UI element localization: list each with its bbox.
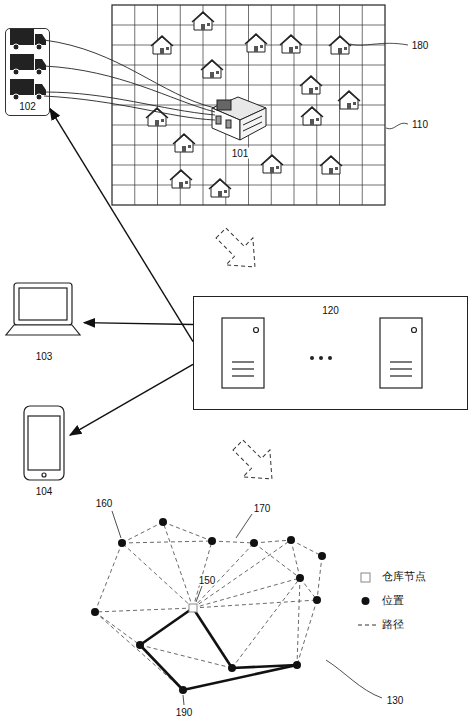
callout-number: 104	[36, 486, 53, 497]
data-arrow	[50, 109, 193, 342]
houses	[146, 12, 360, 197]
callout-number: 101	[231, 148, 250, 159]
laptop-icon	[6, 283, 80, 335]
legend-text: 路径	[382, 618, 404, 631]
phone-icon	[24, 406, 64, 480]
callout-number: 180	[411, 40, 430, 51]
warehouse-icon	[212, 97, 266, 140]
callout-number: 120	[322, 305, 339, 316]
callout-number: 150	[198, 575, 217, 586]
callout-number: 103	[36, 351, 53, 362]
callout-number: 160	[95, 498, 114, 509]
callout-number: 110	[411, 119, 429, 130]
truck-group-box: 102	[5, 28, 50, 116]
callout-number: 102	[19, 101, 36, 112]
data-arrow	[70, 364, 193, 435]
callout-number: 130	[386, 695, 405, 706]
truck-icons	[10, 29, 46, 100]
legend-text: 仓库节点	[382, 570, 426, 583]
phone-terminal: 104	[18, 402, 70, 498]
route-graph	[91, 518, 326, 694]
legend-samples	[358, 573, 376, 625]
callout-number: 190	[175, 707, 194, 718]
callout-number: 170	[253, 503, 272, 514]
ellipsis-dots	[310, 356, 332, 360]
truck-links	[44, 40, 215, 120]
server-cluster-box: 120	[193, 296, 468, 410]
flow-arrow	[208, 220, 269, 281]
server-icon	[222, 318, 422, 388]
flow-arrow	[225, 432, 286, 493]
legend-text: 位置	[382, 594, 404, 607]
leader-lines	[112, 43, 408, 705]
laptop-terminal: 103	[4, 280, 84, 364]
data-arrow	[84, 323, 193, 325]
